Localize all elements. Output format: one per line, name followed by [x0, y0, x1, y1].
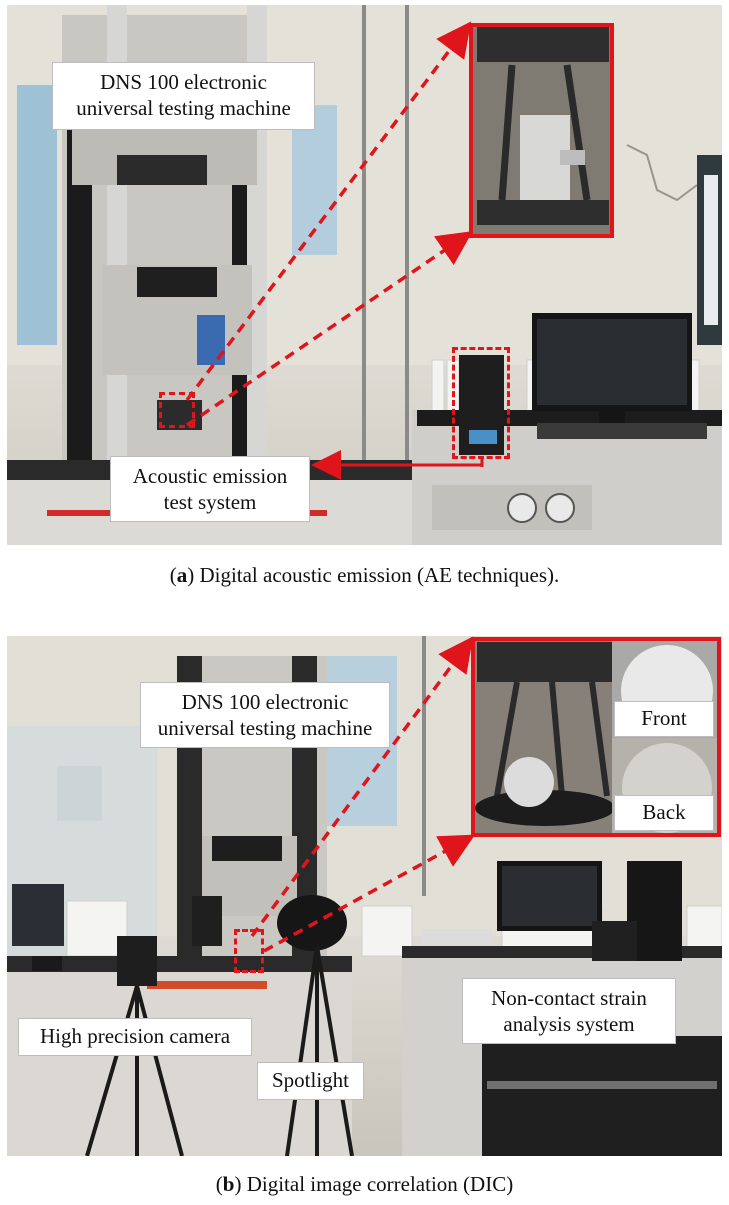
ae-label-line2: test system: [163, 490, 257, 514]
ae-system-label: Acoustic emission test system: [110, 456, 310, 522]
caption-b: (b) Digital image correlation (DIC): [215, 1172, 514, 1196]
callout-arrows-b: [250, 636, 476, 953]
dic-label-line1: Non-contact strain: [491, 986, 647, 1010]
dic-system-label: Non-contact strain analysis system: [462, 978, 676, 1044]
ae-label-line1: Acoustic emission: [132, 464, 288, 488]
machine-label-line1: DNS 100 electronic: [181, 690, 349, 714]
inset-specimen-frame: [469, 23, 614, 238]
callout-arrows-a: [185, 21, 484, 480]
caption-a: (a) Digital acoustic emission (AE techni…: [169, 563, 560, 587]
caption-a-letter: a: [176, 563, 188, 587]
spotlight-label: Spotlight: [257, 1062, 364, 1100]
camera-label: High precision camera: [18, 1018, 252, 1056]
specimen-highlight-box: [159, 392, 195, 428]
front-label: Front: [614, 701, 714, 737]
caption-a-text: ) Digital acoustic emission (AE techniqu…: [187, 563, 560, 587]
ae-device-highlight-box: [452, 347, 510, 459]
photo-panel-b: DNS 100 electronic universal testing mac…: [7, 636, 722, 1156]
machine-label-line2: universal testing machine: [157, 716, 373, 740]
machine-label-line1: DNS 100 electronic: [100, 70, 267, 94]
photo-scene-b: [7, 636, 722, 1156]
dic-label-line2: analysis system: [503, 1012, 635, 1036]
inset-specimen-frame: [471, 637, 721, 837]
machine-label-a: DNS 100 electronic universal testing mac…: [52, 62, 315, 130]
photo-panel-a: DNS 100 electronic universal testing mac…: [7, 5, 722, 545]
machine-label-line2: universal testing machine: [76, 96, 291, 120]
caption-b-text: ) Digital image correlation (DIC): [234, 1172, 514, 1196]
back-label: Back: [614, 795, 714, 831]
caption-b-letter: b: [222, 1172, 235, 1196]
specimen-highlight-box: [234, 929, 264, 973]
machine-label-b: DNS 100 electronic universal testing mac…: [140, 682, 390, 748]
